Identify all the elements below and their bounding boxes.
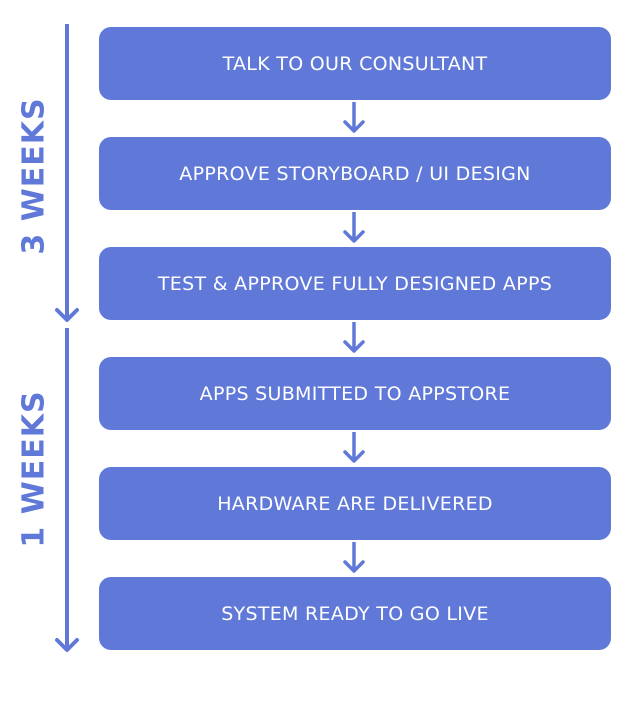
step-hardware-delivered: HARDWARE ARE DELIVERED [99, 467, 611, 540]
flow-arrow-2 [343, 212, 365, 243]
step-apps-submitted: APPS SUBMITTED TO APPSTORE [99, 357, 611, 430]
step-system-ready: SYSTEM READY TO GO LIVE [99, 577, 611, 650]
phase-1-label: 3 WEEKS [16, 97, 52, 255]
flow-arrow-3 [343, 322, 365, 353]
flow-arrow-4 [343, 432, 365, 463]
flow-arrow-5 [343, 542, 365, 573]
step-approve-storyboard: APPROVE STORYBOARD / UI DESIGN [99, 137, 611, 210]
step-talk-to-consultant: TALK TO OUR CONSULTANT [99, 27, 611, 100]
phase-2-label: 1 WEEKS [16, 390, 52, 548]
phase-2-timeline-arrow [55, 328, 79, 652]
step-test-approve-apps: TEST & APPROVE FULLY DESIGNED APPS [99, 247, 611, 320]
flow-arrow-1 [343, 102, 365, 133]
phase-1-timeline-arrow [55, 24, 79, 322]
